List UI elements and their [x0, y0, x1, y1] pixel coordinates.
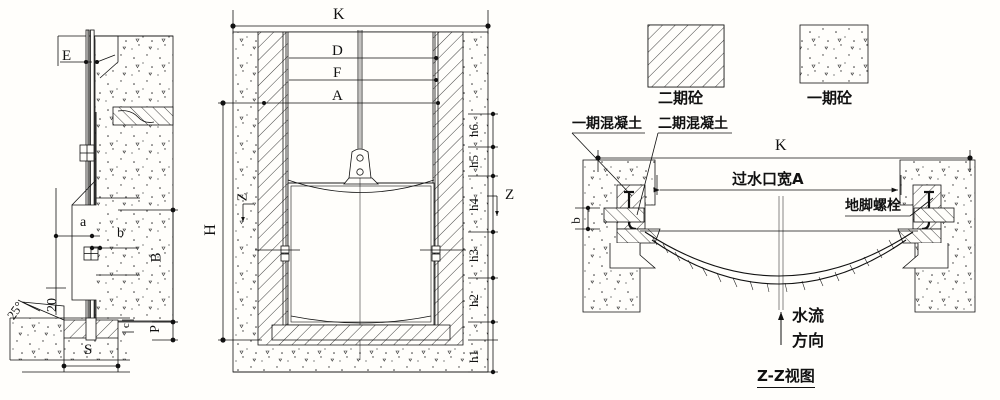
- right-dim-b: b: [567, 217, 583, 224]
- flow-label-line2: 方向: [792, 331, 825, 350]
- middle-section-mark-right: Z: [505, 187, 515, 203]
- middle-dim-h3: h3: [466, 249, 481, 262]
- view-title-zz: Z-Z视图: [757, 369, 815, 388]
- middle-dim-h4: h4: [466, 198, 481, 211]
- left-label-c: c: [119, 323, 132, 328]
- middle-dim-h6: h6: [466, 124, 481, 137]
- middle-label-A: A: [332, 88, 343, 104]
- left-label-B: B: [148, 252, 165, 263]
- flow-label-line1: 水流: [792, 306, 825, 325]
- middle-label-H: H: [201, 224, 219, 236]
- left-label-20: 20: [45, 298, 60, 312]
- left-label-b: b: [117, 226, 124, 241]
- middle-dim-h2: h2: [466, 294, 481, 307]
- legend-label-stage2: 二期砼: [658, 89, 704, 107]
- middle-dim-h5: h5: [466, 155, 481, 168]
- legend-swatches: [647, 24, 869, 88]
- callout-anchor-bolt: 地脚螺栓: [845, 198, 901, 214]
- left-label-P: P: [147, 325, 163, 333]
- middle-front-elevation: [218, 10, 499, 375]
- left-label-S: S: [84, 342, 93, 358]
- middle-label-F: F: [333, 65, 342, 81]
- callout-stage2-concrete: 二期混凝土: [658, 116, 728, 132]
- legend-label-stage1: 一期砼: [807, 89, 853, 107]
- left-label-a: a: [80, 215, 87, 230]
- right-dim-K: K: [775, 137, 787, 154]
- left-label-E: E: [62, 48, 72, 64]
- middle-section-mark-left: Z: [235, 192, 251, 202]
- right-zz-section: [571, 132, 976, 345]
- middle-label-K: K: [333, 6, 345, 23]
- left-side-section: [9, 29, 178, 373]
- callout-stage1-concrete: 一期混凝土: [572, 116, 642, 132]
- middle-dim-h1: h1: [466, 350, 481, 363]
- middle-label-D: D: [332, 43, 343, 59]
- right-dim-opening-A: 过水口宽A: [732, 170, 804, 188]
